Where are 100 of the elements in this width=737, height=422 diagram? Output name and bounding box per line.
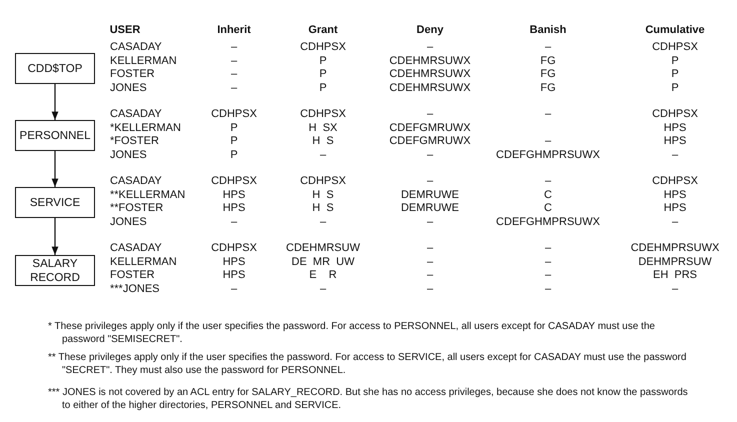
table-cell: CDEHMRSUWX bbox=[389, 82, 471, 94]
table-cell: HPS bbox=[222, 188, 246, 202]
table-cell: HPS bbox=[664, 122, 686, 134]
table-cell: *KELLERMAN bbox=[110, 122, 181, 134]
table-cell: – bbox=[230, 82, 238, 94]
table-cell: JONES bbox=[110, 82, 147, 94]
table-cell: CASADAY bbox=[110, 108, 162, 121]
table-cell: P bbox=[319, 68, 327, 81]
table-cell: HPS bbox=[222, 256, 246, 268]
table-cell: JONES bbox=[110, 216, 147, 228]
column-header: Deny bbox=[416, 24, 444, 37]
table-cell: – bbox=[426, 242, 434, 255]
table-cell: – bbox=[230, 68, 238, 81]
table-cell: – bbox=[230, 282, 238, 296]
table-cell: – bbox=[320, 282, 326, 296]
table-cell: CDEFGMRUWX bbox=[389, 135, 471, 148]
table-cell: FG bbox=[540, 82, 556, 94]
footnote: ** These privileges apply only if the user specifies the password. For access to SERVICE, all users except for CASADAY must use the password "SECRET". They must also use the password for PERSONNEL. bbox=[48, 351, 688, 377]
table-cell: DEMRUWE bbox=[400, 202, 460, 215]
table-cell: ***JONES bbox=[110, 282, 160, 296]
table-cell: CDEHMPRSUWX bbox=[630, 242, 720, 255]
directory-name: CDD$TOP bbox=[28, 62, 82, 76]
table-cell: – bbox=[672, 282, 678, 296]
table-cell: P bbox=[230, 148, 238, 162]
table-cell: CDHPSX bbox=[652, 41, 698, 54]
table-cell: P bbox=[671, 82, 679, 94]
footnote: *** JONES is not covered by an ACL entry for SALARY_RECORD. But she has no access privileges, because she does not know the passwords to either of the higher directories, PERSONNEL and SERVICE. bbox=[48, 386, 689, 412]
table-cell: – bbox=[230, 41, 238, 54]
table-cell: P bbox=[671, 54, 679, 68]
table-cell: EH PRS bbox=[653, 269, 697, 282]
table-cell: CDHPSX bbox=[300, 41, 346, 54]
table-cell: H S bbox=[312, 135, 334, 148]
table-cell: P bbox=[230, 122, 238, 134]
table-cell: KELLERMAN bbox=[110, 256, 177, 268]
table-cell: P bbox=[319, 82, 327, 94]
table-cell: FG bbox=[540, 54, 556, 68]
table-cell: CDHPSX bbox=[300, 175, 346, 188]
table-cell: CASADAY bbox=[110, 41, 162, 54]
directory-box bbox=[15, 187, 95, 218]
arrow bbox=[52, 84, 58, 120]
table-cell: – bbox=[544, 256, 552, 268]
table-cell: – bbox=[544, 41, 552, 54]
table-cell: – bbox=[544, 135, 552, 148]
table-cell: – bbox=[426, 282, 434, 296]
footnote: * These privileges apply only if the user specifies the password. For access to PERSONNEL, all users except for CASADAY must use the password "SEMISECRET". bbox=[48, 320, 656, 346]
table-cell: – bbox=[320, 216, 326, 228]
table-cell: CASADAY bbox=[110, 242, 162, 255]
table-cell: CDEHMRSUW bbox=[286, 242, 360, 255]
table-cell: P bbox=[671, 68, 679, 81]
table-cell: HPS bbox=[664, 202, 686, 215]
table-cell: – bbox=[544, 242, 552, 255]
column-header: Grant bbox=[308, 24, 338, 37]
table-cell: CDHPSX bbox=[652, 175, 698, 188]
column-header: Banish bbox=[530, 24, 566, 37]
table-cell: H SX bbox=[308, 122, 338, 134]
table-cell: CDEHMRSUWX bbox=[389, 68, 471, 81]
table-cell: HPS bbox=[664, 188, 686, 202]
table-cell: CDEHMRSUWX bbox=[389, 54, 471, 68]
table-cell: P bbox=[319, 54, 327, 68]
table-cell: CDEFGMRUWX bbox=[389, 122, 471, 134]
table-cell: H S bbox=[312, 202, 334, 215]
table-cell: **FOSTER bbox=[110, 202, 164, 215]
directory-box bbox=[15, 255, 95, 286]
table-cell: – bbox=[426, 148, 434, 162]
directory-box bbox=[15, 120, 95, 151]
table-cell: FOSTER bbox=[110, 269, 155, 282]
table-cell: HPS bbox=[222, 202, 246, 215]
table-cell: – bbox=[672, 216, 678, 228]
table-cell: – bbox=[426, 108, 434, 121]
table-cell: H S bbox=[312, 188, 334, 202]
table-cell: CDHPSX bbox=[211, 242, 257, 255]
table-cell: DEMRUWE bbox=[400, 188, 460, 202]
table-cell: CDHPSX bbox=[211, 108, 257, 121]
table-cell: – bbox=[426, 175, 434, 188]
table-cell: – bbox=[672, 148, 678, 162]
table-cell: JONES bbox=[110, 148, 147, 162]
table-cell: **KELLERMAN bbox=[110, 188, 186, 202]
directory-box bbox=[15, 53, 95, 84]
table-cell: KELLERMAN bbox=[110, 54, 177, 68]
table-cell: HPS bbox=[664, 135, 686, 148]
table-cell: – bbox=[544, 269, 552, 282]
table-cell: E R bbox=[309, 269, 337, 282]
column-header: Cumulative bbox=[645, 24, 705, 37]
table-cell: P bbox=[230, 135, 238, 148]
table-cell: – bbox=[426, 269, 434, 282]
table-cell: – bbox=[426, 41, 434, 54]
table-cell: – bbox=[544, 175, 552, 188]
table-cell: – bbox=[426, 256, 434, 268]
table-cell: – bbox=[426, 216, 434, 228]
table-cell: CDHPSX bbox=[652, 108, 698, 121]
table-cell: – bbox=[544, 282, 552, 296]
table-cell: DEHMPRSUW bbox=[638, 256, 712, 268]
column-header: Inherit bbox=[217, 24, 251, 37]
arrow bbox=[52, 218, 58, 255]
column-header: USER bbox=[110, 24, 140, 37]
directory-name: SALARY RECORD bbox=[29, 256, 81, 284]
arrow bbox=[52, 151, 58, 187]
table-cell: CASADAY bbox=[110, 175, 162, 188]
table-cell: FG bbox=[540, 68, 556, 81]
table-cell: DE MR UW bbox=[292, 256, 354, 268]
